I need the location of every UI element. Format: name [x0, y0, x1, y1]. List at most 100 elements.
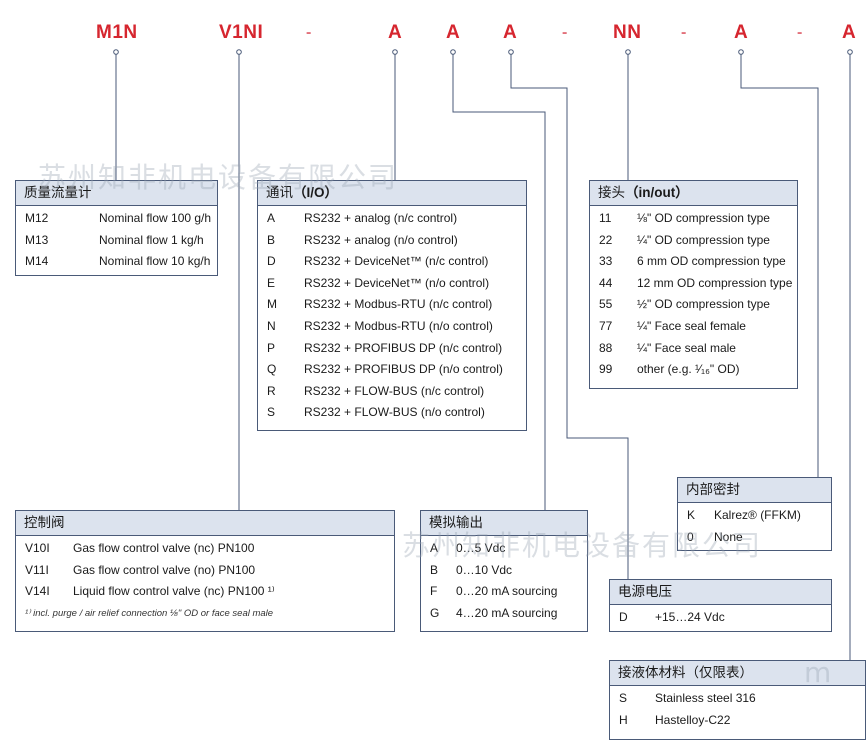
option-code: R	[267, 383, 276, 398]
option-code: A	[267, 211, 276, 225]
option-row: 77 ¼" Face seal female	[590, 316, 797, 338]
option-row: R RS232 + FLOW-BUS (n/c control)	[258, 381, 526, 403]
option-description: 0…5 Vdc	[456, 541, 506, 555]
option-code: 55	[599, 297, 613, 312]
option-row: B RS232 + analog (n/o control)	[258, 230, 526, 252]
connector-dot	[738, 49, 744, 55]
box-title-code: （in/out）	[625, 185, 689, 200]
box-title-text: 电源电压	[618, 584, 672, 599]
option-description: Kalrez® (FFKM)	[714, 508, 801, 522]
option-description: +15…24 Vdc	[655, 610, 725, 624]
option-code: B	[430, 562, 439, 577]
code-separator: -	[306, 24, 312, 41]
option-description: RS232 + PROFIBUS DP (n/c control)	[304, 340, 503, 355]
box-title-text: 接液体材料（仅限表）	[618, 665, 753, 680]
option-code: 11	[599, 211, 612, 225]
box-title: 接液体材料（仅限表）	[610, 661, 865, 686]
power-box: 电源电压 D+15…24 Vdc	[609, 579, 832, 632]
line-analog	[452, 52, 546, 510]
option-description: Liquid flow control valve (nc) PN100 ¹⁾	[73, 584, 275, 599]
option-description: RS232 + Modbus-RTU (n/o control)	[304, 318, 493, 333]
option-description: Nominal flow 1 kg/h	[99, 232, 204, 247]
option-description: RS232 + FLOW-BUS (n/c control)	[304, 383, 485, 398]
option-code: M12	[25, 211, 49, 225]
option-code: B	[267, 232, 276, 247]
option-code: 88	[599, 340, 613, 355]
code-segment: NN	[613, 22, 642, 43]
option-row: N RS232 + Modbus-RTU (n/o control)	[258, 316, 526, 338]
watermark: 苏州知非机电设备有限公司	[38, 161, 399, 194]
option-row: D+15…24 Vdc	[610, 607, 831, 629]
watermark: m	[804, 656, 834, 689]
option-description: 6 mm OD compression type	[637, 254, 786, 269]
box-title-text: 质量流量计	[24, 185, 92, 200]
option-code: N	[267, 318, 276, 333]
option-code: D	[267, 254, 276, 269]
code-separator: -	[797, 24, 803, 41]
option-description: RS232 + DeviceNet™ (n/o control)	[304, 275, 490, 290]
option-row: V14I Liquid flow control valve (nc) PN100…	[16, 581, 394, 603]
option-code: 99	[599, 362, 613, 377]
line-power	[510, 52, 629, 579]
option-description: RS232 + DeviceNet™ (n/c control)	[304, 254, 489, 269]
box-title: 控制阀	[16, 511, 394, 536]
option-code: M	[267, 297, 277, 312]
code-segment: V1NI	[219, 22, 264, 43]
option-code: M13	[25, 232, 49, 247]
option-description: ¼" Face seal female	[637, 318, 746, 333]
option-row: B 0…10 Vdc	[421, 560, 587, 582]
option-code: H	[619, 712, 628, 727]
option-description: Nominal flow 100 g/h	[99, 211, 212, 225]
box-title: 通讯（I/O）	[258, 181, 526, 206]
connector-dot	[450, 49, 456, 55]
code-separator: -	[681, 24, 687, 41]
connector-dot	[236, 49, 242, 55]
option-code: 22	[599, 232, 613, 247]
option-row: H Hastelloy-C22	[610, 710, 865, 732]
option-code: 44	[599, 275, 613, 290]
option-row: 99 other (e.g. ¹⁄₁₆" OD)	[590, 359, 797, 381]
option-description: Hastelloy-C22	[655, 712, 731, 727]
code-segment: A	[446, 22, 461, 43]
box-title: 电源电压	[610, 580, 831, 605]
option-row: M12 Nominal flow 100 g/h	[16, 208, 217, 230]
option-code: S	[267, 405, 276, 420]
code-separator: -	[562, 24, 568, 41]
code-segment: A	[388, 22, 403, 43]
option-code: 77	[599, 318, 613, 333]
option-description: Nominal flow 10 kg/h	[99, 254, 211, 269]
option-description: RS232 + analog (n/o control)	[304, 232, 458, 247]
option-description: ⅛" OD compression type	[637, 211, 770, 225]
option-code: 0	[687, 529, 694, 544]
option-description: Stainless steel 316	[655, 691, 756, 705]
option-description: RS232 + analog (n/c control)	[304, 211, 458, 225]
option-description: other (e.g. ¹⁄₁₆" OD)	[637, 362, 740, 377]
option-code: V14I	[25, 584, 50, 599]
option-code: K	[687, 508, 696, 522]
option-description: 0…20 mA sourcing	[456, 584, 558, 599]
line-seal	[740, 52, 819, 477]
code-segment: A	[503, 22, 518, 43]
option-code: Q	[267, 362, 277, 377]
code-segment: A	[842, 22, 857, 43]
connector-dot	[508, 49, 514, 55]
code-segment: M1N	[96, 22, 138, 43]
option-description: 0…10 Vdc	[456, 562, 513, 577]
connector-dot	[847, 49, 853, 55]
